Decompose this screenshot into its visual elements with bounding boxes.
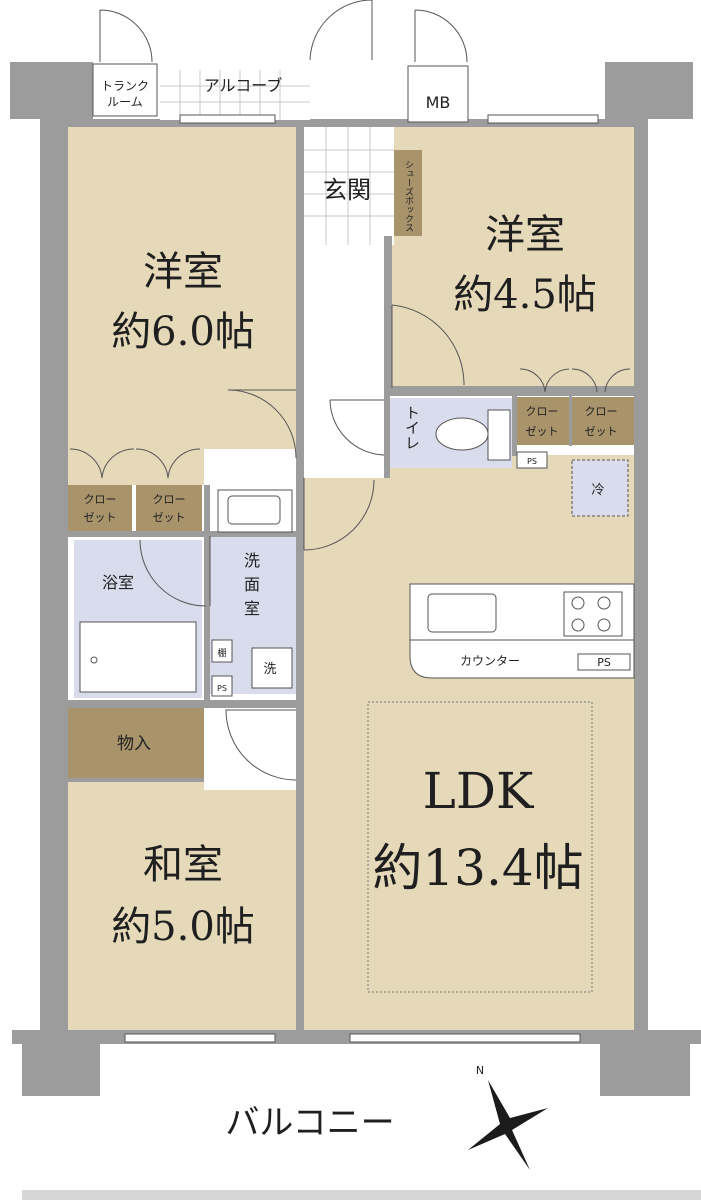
closet-right-45 [572, 397, 634, 445]
entrance-floor [304, 127, 394, 245]
balcony-edge [22, 1190, 701, 1200]
closet-label-3a: クロー [526, 405, 559, 418]
room-size-western-45: 約4.5帖 [453, 272, 597, 318]
closet-label-2b: ゼット [153, 511, 186, 524]
closet-label-2a: クロー [153, 493, 186, 506]
label-washroom-2: 面 [244, 575, 260, 594]
ldk-rug-outline [367, 701, 593, 993]
closet-right-6 [136, 485, 202, 531]
compass-icon [468, 1080, 548, 1170]
closet-left-45 [517, 397, 569, 445]
room-ldk [304, 455, 634, 1030]
entrance-tiles [304, 127, 394, 245]
label-storage: 物入 [117, 734, 151, 754]
room-western-6 [68, 127, 296, 449]
wall-left [40, 119, 68, 1039]
ps-wash [211, 675, 233, 697]
room-size-western-6: 約6.0帖 [111, 309, 255, 355]
bath-drain [90, 656, 98, 664]
balcony-area [22, 1040, 682, 1200]
room-size-ldk: 約13.4帖 [372, 839, 583, 897]
label-fridge: 冷 [591, 483, 604, 498]
alcove-floor [160, 70, 310, 120]
label-trunk-room-1: トランク [101, 79, 149, 93]
wall-top [40, 119, 636, 127]
closet-label-3b: ゼット [526, 425, 559, 438]
label-mb: MB [426, 93, 451, 112]
label-washer: 洗 [263, 662, 276, 677]
alcove-tiles [160, 70, 310, 120]
wash-basin-bowl [227, 495, 281, 525]
meter-box [407, 65, 469, 123]
windows [124, 114, 599, 1043]
label-ps-kitchen: PS [597, 656, 611, 669]
shelf [211, 639, 233, 663]
ps-toilet [516, 451, 548, 469]
label-shoe-box: シューズボックス [403, 160, 414, 232]
closet-label-4b: ゼット [585, 425, 618, 438]
shoe-box [394, 150, 422, 236]
room-name-japanese: 和室 [143, 842, 223, 888]
label-balcony: バルコニー [225, 1103, 394, 1143]
washer-pan [251, 647, 293, 689]
kitchen-sink [427, 593, 497, 633]
fridge-space [571, 459, 629, 517]
stove [563, 591, 623, 637]
label-shelf: 棚 [217, 647, 226, 659]
label-bath: 浴室 [102, 573, 134, 592]
wall-top-right-block [605, 62, 693, 119]
balcony-column-left [22, 1040, 100, 1096]
room-name-western-6: 洋室 [143, 249, 223, 295]
label-trunk-room-2: ルーム [107, 95, 143, 109]
label-alcove: アルコーブ [204, 76, 283, 95]
room-name-western-45: 洋室 [485, 212, 565, 258]
bathtub [79, 621, 197, 693]
closet-left-6 [68, 485, 132, 531]
trunk-room [92, 63, 158, 117]
closet-label-1b: ゼット [84, 511, 117, 524]
doors [69, 0, 631, 781]
label-ps-toilet: PS [527, 457, 537, 466]
label-washroom-3: 室 [244, 599, 260, 618]
label-entrance: 玄関 [323, 176, 371, 204]
closet-label-4a: クロー [585, 405, 618, 418]
ps-kitchen [577, 653, 631, 671]
balcony-column-right [600, 1040, 690, 1096]
room-japanese [68, 790, 296, 1030]
label-washroom-1: 洗 [244, 551, 260, 570]
closet-label-1a: クロー [84, 493, 117, 506]
interior-walls [68, 127, 634, 1030]
wall-top-left-block [10, 62, 93, 119]
toilet-bowl [435, 417, 489, 451]
room-size-japanese: 約5.0帖 [111, 904, 255, 950]
room-western-45 [390, 127, 634, 389]
label-toilet: トイレ [403, 405, 421, 450]
label-ps-wash: PS [217, 684, 227, 693]
room-name-ldk: LDK [423, 762, 535, 820]
label-north: N [476, 1064, 484, 1077]
wall-right [634, 119, 648, 1039]
storage-room [68, 708, 204, 778]
label-counter: カウンター [460, 654, 520, 668]
toilet-tank [487, 409, 511, 461]
